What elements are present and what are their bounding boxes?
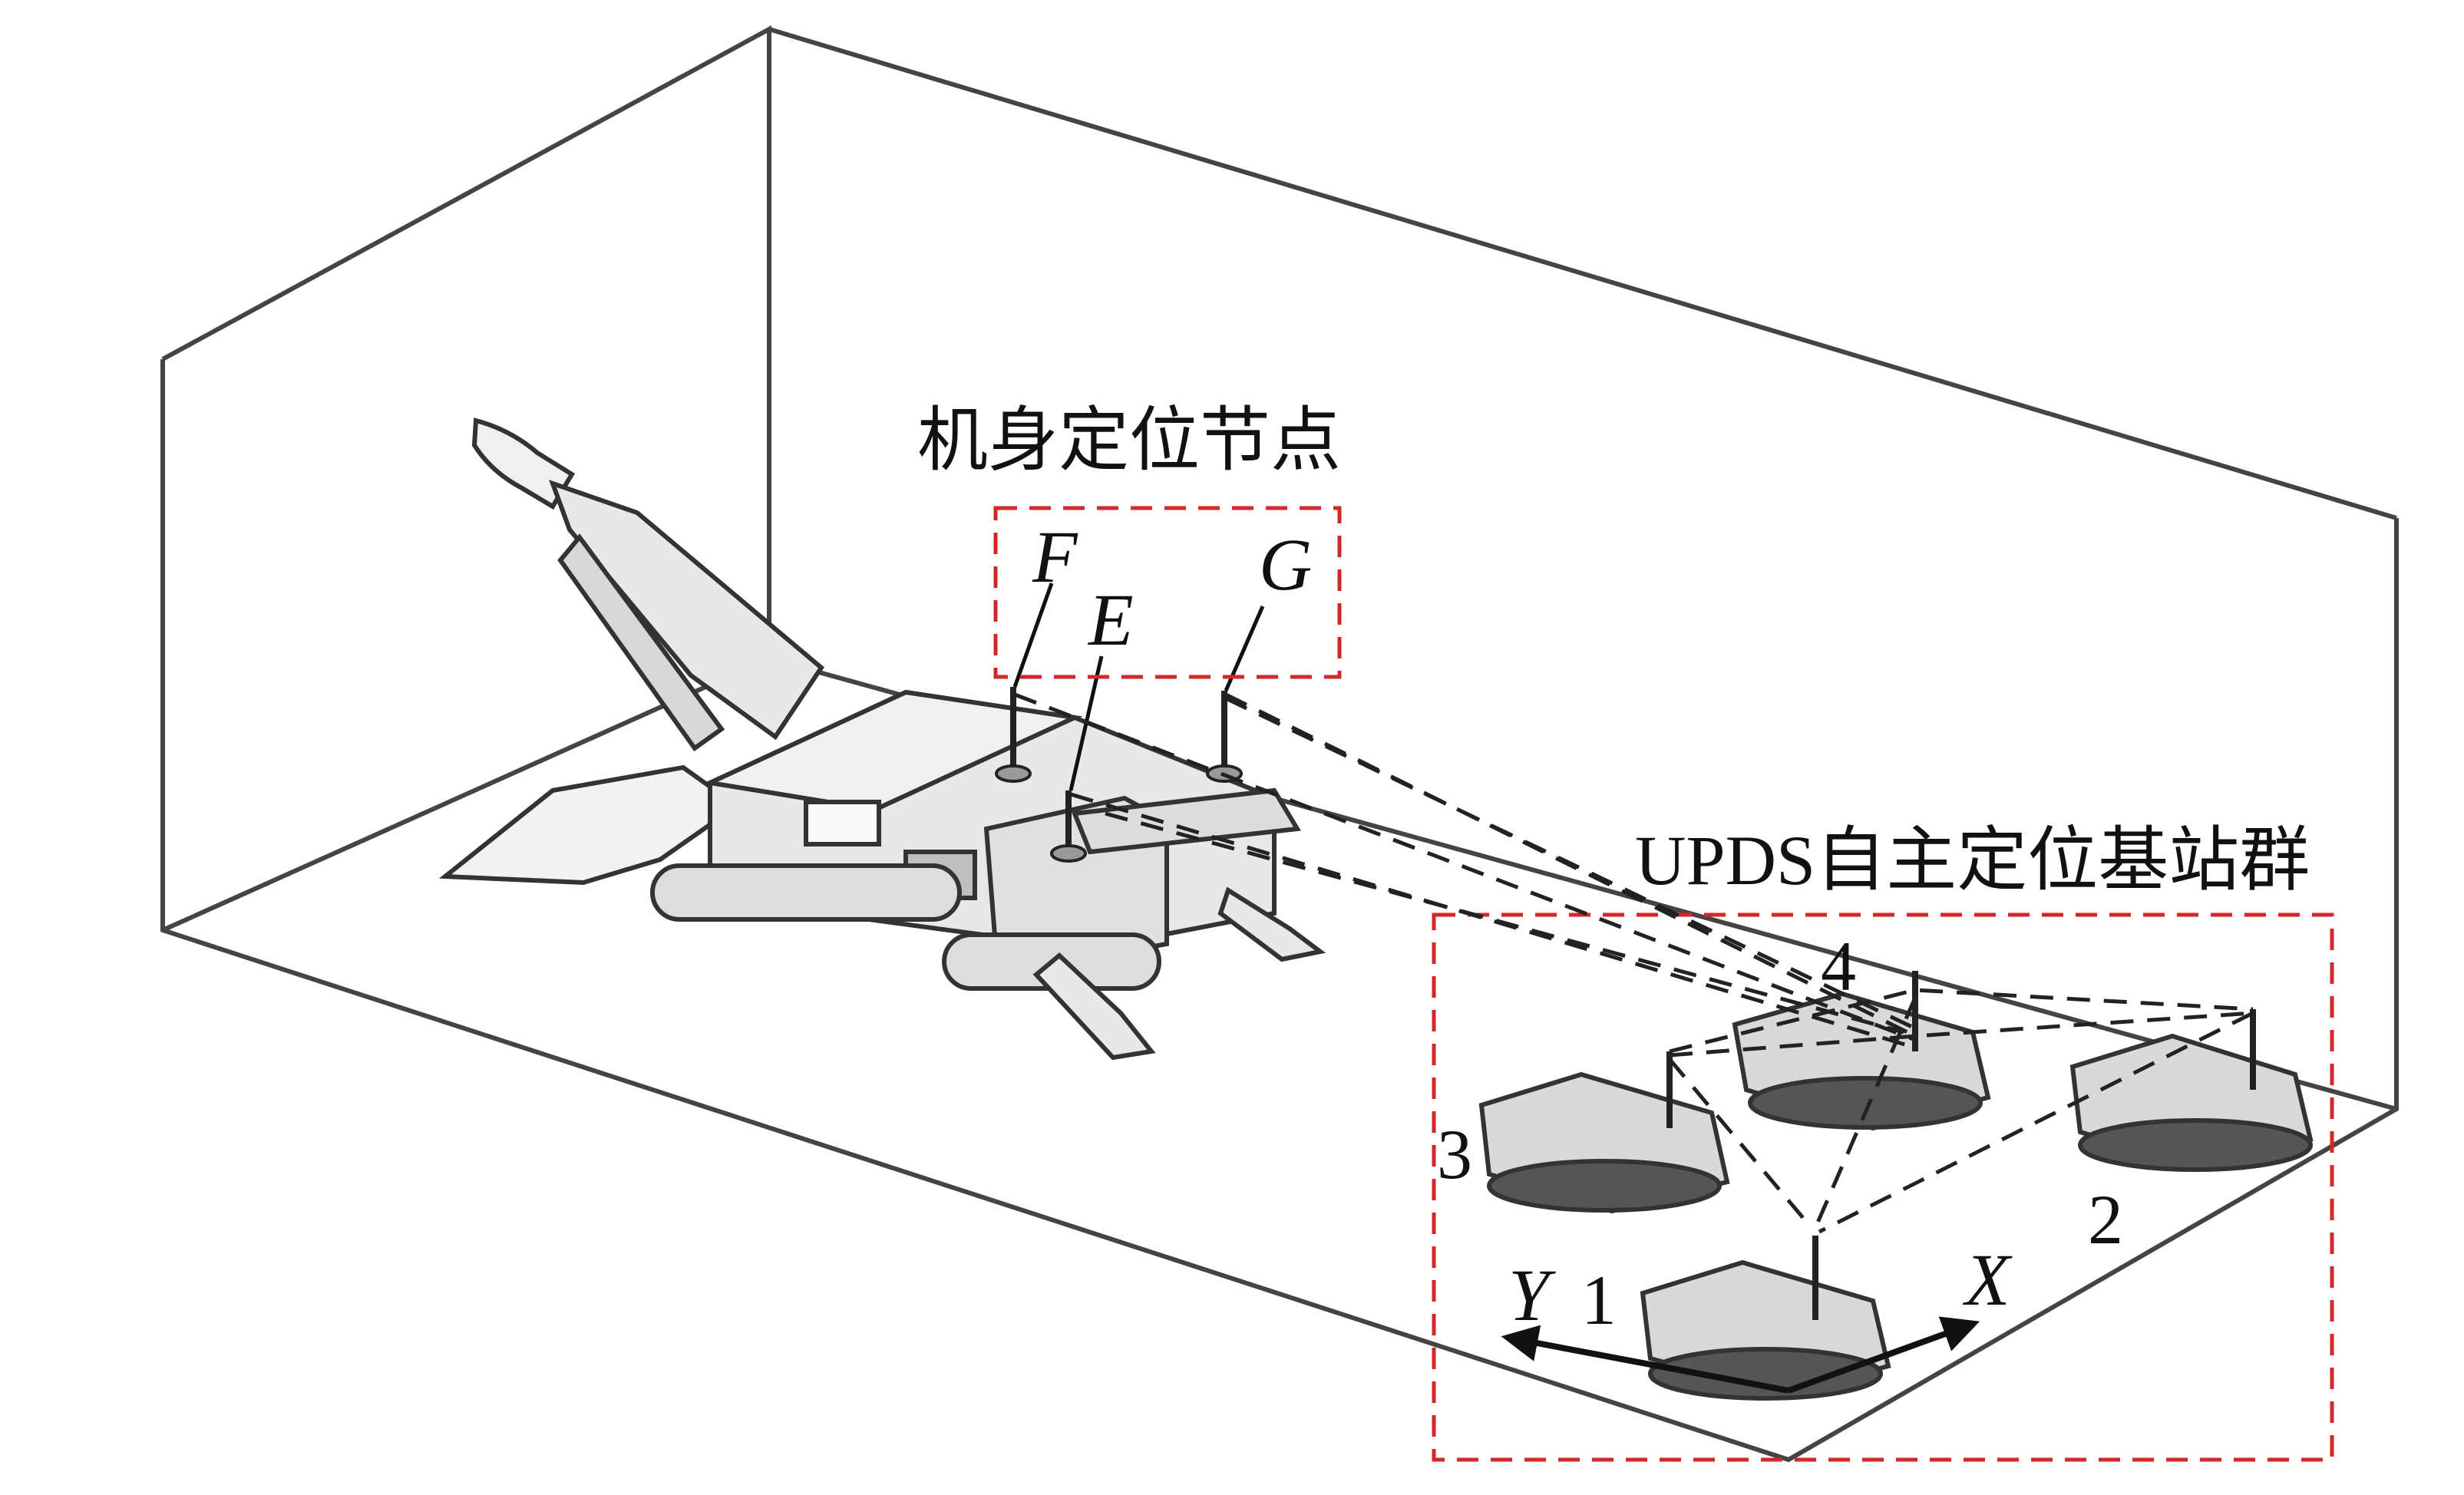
room-top-edge bbox=[768, 27, 2397, 520]
range-f-4 bbox=[1014, 692, 1916, 1042]
antenna-e-base bbox=[1050, 844, 1087, 863]
antenna-f-base bbox=[995, 764, 1032, 783]
range-3-4-2 bbox=[1669, 988, 2254, 1054]
base-station-group-label: UPDS自主定位基站群 bbox=[1635, 821, 2310, 899]
axis-x-arrow bbox=[1787, 1316, 1980, 1394]
roadheader-machine bbox=[438, 417, 1326, 1061]
cutting-head bbox=[471, 417, 576, 510]
base-stations bbox=[1478, 971, 2314, 1401]
side-arm bbox=[1071, 787, 1301, 855]
support-leg-front bbox=[1032, 952, 1156, 1061]
node-e-label: E bbox=[1087, 579, 1134, 661]
axis-y-arrow bbox=[1501, 1325, 1789, 1394]
room-right-wall bbox=[160, 359, 2399, 1463]
ranging-lines bbox=[1014, 692, 2254, 1234]
highlight-boxes bbox=[993, 506, 2334, 1462]
axis-x-label: X bbox=[1962, 1239, 2013, 1321]
station-3-label: 3 bbox=[1437, 1115, 1472, 1193]
leader-f bbox=[1012, 582, 1054, 688]
base-station-box bbox=[1432, 913, 2334, 1462]
boom-arm bbox=[549, 480, 824, 741]
station-4-label: 4 bbox=[1821, 927, 1856, 1005]
body-nodes-box bbox=[993, 506, 1342, 679]
range-e-3 bbox=[1105, 811, 1904, 1035]
range-g-2 bbox=[1224, 696, 1917, 1031]
station-1-label: 1 bbox=[1581, 1261, 1617, 1339]
body-nodes-label: 机身定位节点 bbox=[917, 399, 1341, 481]
body-node-antennas bbox=[995, 687, 1243, 863]
range-3-4b bbox=[1669, 1011, 2254, 1058]
base-station-1 bbox=[1640, 1236, 1891, 1401]
support-leg-rear bbox=[1217, 886, 1326, 962]
node-g-label: G bbox=[1259, 523, 1312, 606]
station-2-label: 2 bbox=[2088, 1180, 2123, 1259]
axes bbox=[1501, 1316, 1980, 1394]
range-4-1 bbox=[1813, 997, 1917, 1229]
base-station-4 bbox=[1732, 971, 1991, 1131]
range-2-1 bbox=[1818, 1011, 2254, 1234]
track-left bbox=[650, 863, 962, 922]
control-panel bbox=[804, 800, 881, 847]
base-station-3 bbox=[1478, 1051, 1730, 1214]
base-station-2 bbox=[2069, 1009, 2314, 1172]
axis-y-label: Y bbox=[1508, 1254, 1556, 1336]
room-box bbox=[160, 25, 2399, 1463]
boom-cylinder bbox=[557, 533, 725, 752]
node-f-label: F bbox=[1032, 516, 1078, 598]
